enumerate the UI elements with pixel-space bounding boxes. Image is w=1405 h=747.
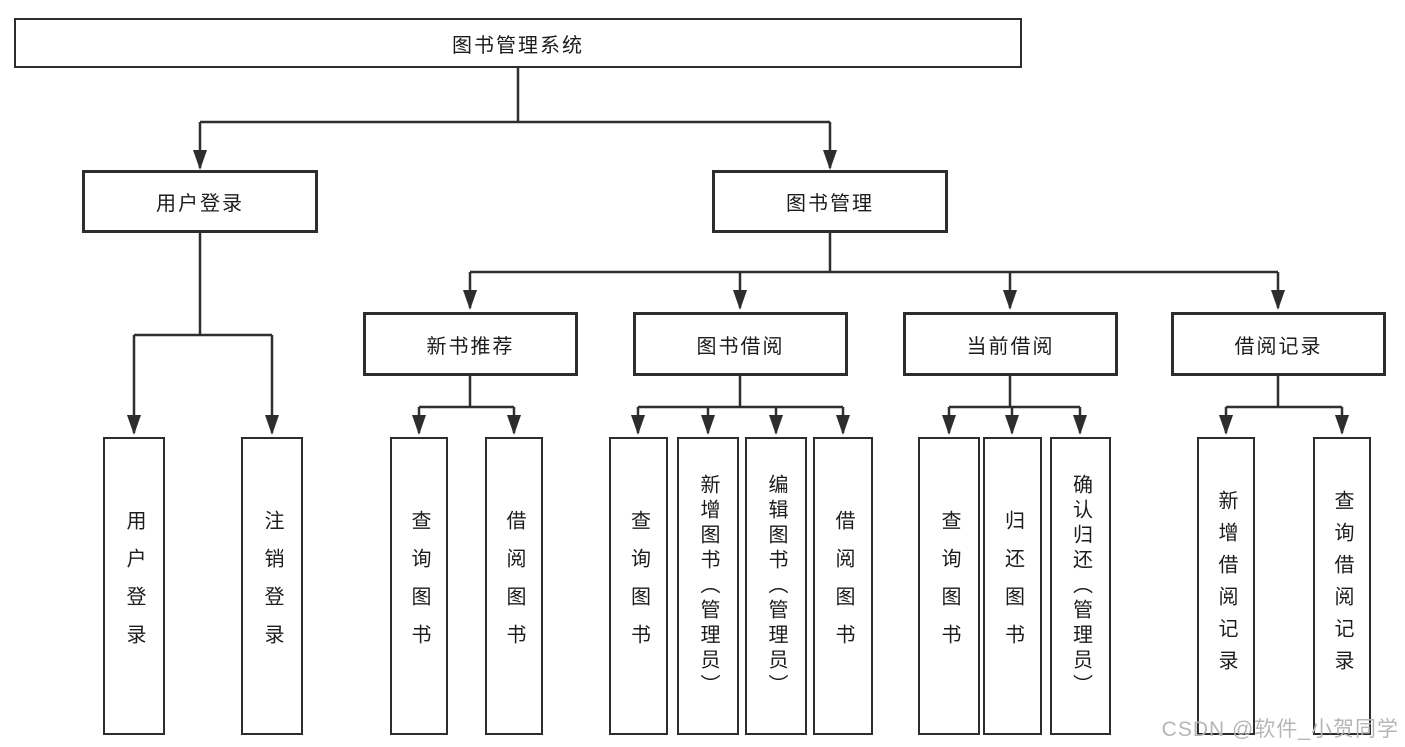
leaf-query-book-recommend: 查询图书	[390, 437, 448, 735]
leaf-borrow-book: 借阅图书	[813, 437, 873, 735]
leaf-logout: 注销登录	[241, 437, 303, 735]
node-root: 图书管理系统	[14, 18, 1022, 68]
node-borrow-records-label: 借阅记录	[1234, 335, 1323, 358]
leaf-add-book-admin: 新增图书（管理员）	[677, 437, 739, 735]
node-book-management-label: 图书管理	[786, 193, 874, 215]
leaf-query-borrow-record: 查询借阅记录	[1313, 437, 1371, 735]
node-new-book-recommend-label: 新书推荐	[426, 335, 515, 358]
node-book-borrow-label: 图书借阅	[696, 335, 785, 358]
csdn-watermark: CSDN @软件_小贺同学	[1161, 718, 1399, 741]
leaf-borrow-book-label: 借阅图书	[832, 510, 854, 662]
node-book-borrow: 图书借阅	[633, 312, 848, 376]
leaf-add-book-admin-label: 新增图书（管理员）	[697, 473, 719, 699]
leaf-query-book-recommend-label: 查询图书	[408, 510, 430, 662]
leaf-add-borrow-record: 新增借阅记录	[1197, 437, 1255, 735]
leaf-return-book-label: 归还图书	[1001, 510, 1024, 662]
leaf-logout-label: 注销登录	[261, 510, 283, 662]
leaf-query-book-borrow-label: 查询图书	[627, 510, 650, 662]
leaf-query-book-current: 查询图书	[918, 437, 980, 735]
node-root-label: 图书管理系统	[452, 34, 584, 57]
leaf-query-borrow-record-label: 查询借阅记录	[1331, 490, 1353, 682]
leaf-confirm-return-admin: 确认归还（管理员）	[1050, 437, 1111, 735]
node-current-borrow-label: 当前借阅	[966, 335, 1055, 358]
leaf-borrow-book-recommend: 借阅图书	[485, 437, 543, 735]
node-current-borrow: 当前借阅	[903, 312, 1118, 376]
leaf-confirm-return-admin-label: 确认归还（管理员）	[1069, 473, 1092, 699]
node-new-book-recommend: 新书推荐	[363, 312, 578, 376]
leaf-query-book-current-label: 查询图书	[938, 510, 960, 662]
leaf-edit-book-admin-label: 编辑图书（管理员）	[765, 473, 787, 699]
node-borrow-records: 借阅记录	[1171, 312, 1386, 376]
leaf-borrow-book-recommend-label: 借阅图书	[503, 510, 525, 662]
leaf-edit-book-admin: 编辑图书（管理员）	[745, 437, 807, 735]
leaf-user-login-label: 用户登录	[123, 510, 145, 662]
leaf-return-book: 归还图书	[983, 437, 1042, 735]
leaf-user-login: 用户登录	[103, 437, 165, 735]
node-book-management: 图书管理	[712, 170, 948, 233]
node-user-login: 用户登录	[82, 170, 318, 233]
leaf-query-book-borrow: 查询图书	[609, 437, 668, 735]
leaf-add-borrow-record-label: 新增借阅记录	[1215, 490, 1237, 682]
node-user-login-label: 用户登录	[156, 193, 244, 215]
